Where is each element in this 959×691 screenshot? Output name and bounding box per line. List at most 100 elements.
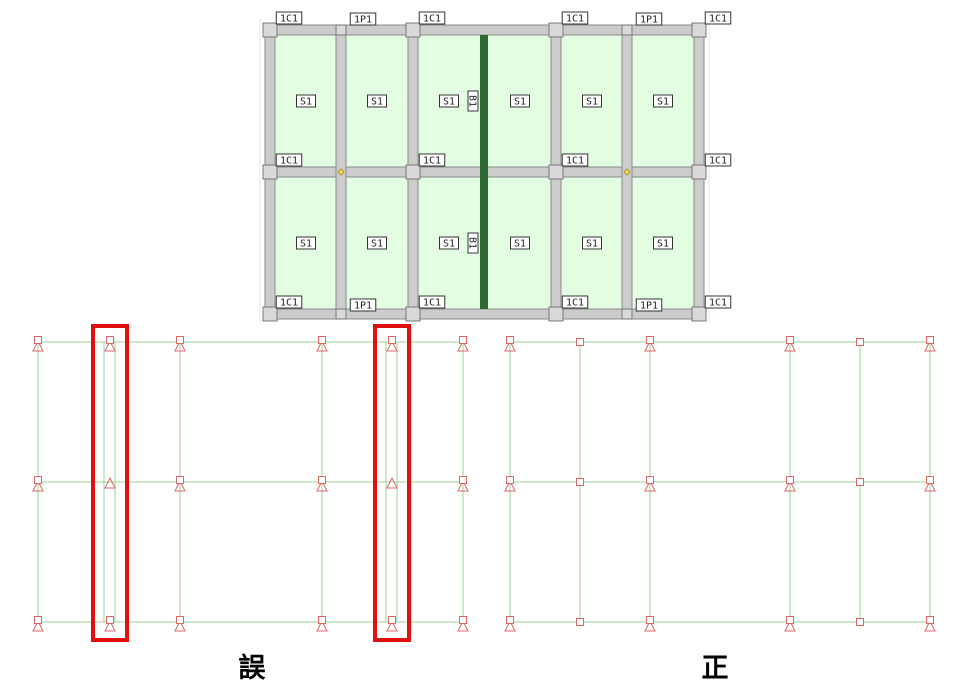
frame-node (646, 616, 654, 624)
slab-label-text: S1 (514, 239, 526, 250)
beam-label-text: B1 (467, 95, 478, 107)
column-label-box (561, 295, 589, 309)
slab-label: S1 (582, 236, 602, 250)
frame-node (506, 476, 514, 484)
frame-node (176, 476, 184, 484)
frame-node (506, 336, 514, 344)
slab-label: S1 (653, 236, 673, 250)
column-label-box (704, 295, 732, 309)
pin-support (104, 339, 116, 352)
girder-x (264, 24, 705, 36)
slab-label-box (439, 236, 459, 250)
column-label: 1C1 (418, 11, 446, 25)
pin-support (784, 619, 796, 632)
pin-support (174, 479, 186, 492)
pin-support (32, 339, 44, 352)
frame-node (786, 476, 794, 484)
pin-support (644, 619, 656, 632)
column-label: 1C1 (418, 295, 446, 309)
post-label-text: 1P1 (354, 301, 372, 312)
slab-label: S1 (439, 94, 459, 108)
frame-node (926, 336, 934, 344)
pin-support (386, 339, 398, 352)
frame-node (576, 618, 584, 626)
frame-node (34, 616, 42, 624)
post-label: 1P1 (349, 12, 377, 26)
post-label-box (635, 298, 663, 312)
frame-node (34, 336, 42, 344)
frame-node (459, 616, 467, 624)
pin-support (457, 339, 469, 352)
frame-node (646, 336, 654, 344)
frame-node (176, 616, 184, 624)
pin-support (504, 619, 516, 632)
frame-node (388, 336, 396, 344)
pin-support (32, 619, 44, 632)
error-highlight-box (91, 324, 129, 642)
column-label: 1C1 (561, 295, 589, 309)
pin-support (457, 479, 469, 492)
column-node (691, 306, 707, 322)
pin-support (924, 619, 936, 632)
column-label-box (704, 153, 732, 167)
column-label-box (418, 11, 446, 25)
hinge-node (337, 168, 345, 176)
column-label: 1C1 (561, 11, 589, 25)
frame-node (388, 616, 396, 624)
pin-support (174, 339, 186, 352)
slab-label-box (582, 94, 602, 108)
slab-label-box (653, 236, 673, 250)
slab-label: S1 (296, 236, 316, 250)
post-label: 1P1 (635, 298, 663, 312)
column-label-box (561, 153, 589, 167)
pin-support (174, 619, 186, 632)
pin-support (386, 619, 398, 632)
pin-support (316, 339, 328, 352)
post-node (335, 308, 347, 320)
column-label-text: 1C1 (423, 156, 441, 167)
column-node (262, 22, 278, 38)
column-node (691, 22, 707, 38)
slab-label: S1 (367, 94, 387, 108)
frame-node (106, 336, 114, 344)
post-label-text: 1P1 (640, 15, 658, 26)
column-label-box (275, 11, 303, 25)
column-label: 1C1 (704, 295, 732, 309)
slab-label-text: S1 (300, 97, 312, 108)
pin-support (104, 619, 116, 632)
slab-label: S1 (510, 94, 530, 108)
slab-label-box (296, 236, 316, 250)
slab-label: S1 (582, 94, 602, 108)
pin-support (316, 619, 328, 632)
slab-label: S1 (439, 236, 459, 250)
column-label-box (561, 11, 589, 25)
error-highlight-box (373, 324, 411, 642)
beam-label: B1 (467, 232, 479, 254)
post-label: 1P1 (635, 12, 663, 26)
column-label: 1C1 (275, 295, 303, 309)
column-node (548, 306, 564, 322)
column-label-text: 1C1 (423, 14, 441, 25)
slab-label-box (653, 94, 673, 108)
pin-support (924, 479, 936, 492)
frame-node (856, 618, 864, 626)
frame-node (459, 476, 467, 484)
column-label-text: 1C1 (709, 298, 727, 309)
column-label-box (704, 11, 732, 25)
slab-label-box (582, 236, 602, 250)
column-label: 1C1 (418, 153, 446, 167)
slab-label-text: S1 (514, 97, 526, 108)
slab-label-box (510, 94, 530, 108)
pin-support (644, 479, 656, 492)
column-label-text: 1C1 (280, 14, 298, 25)
frame-node (926, 616, 934, 624)
slab-label-box (367, 94, 387, 108)
slab-label-text: S1 (300, 239, 312, 250)
column-label: 1C1 (275, 153, 303, 167)
pin-support (386, 476, 398, 489)
frame-node (459, 336, 467, 344)
column-label-box (418, 153, 446, 167)
frame-node (318, 336, 326, 344)
pin-support (644, 339, 656, 352)
